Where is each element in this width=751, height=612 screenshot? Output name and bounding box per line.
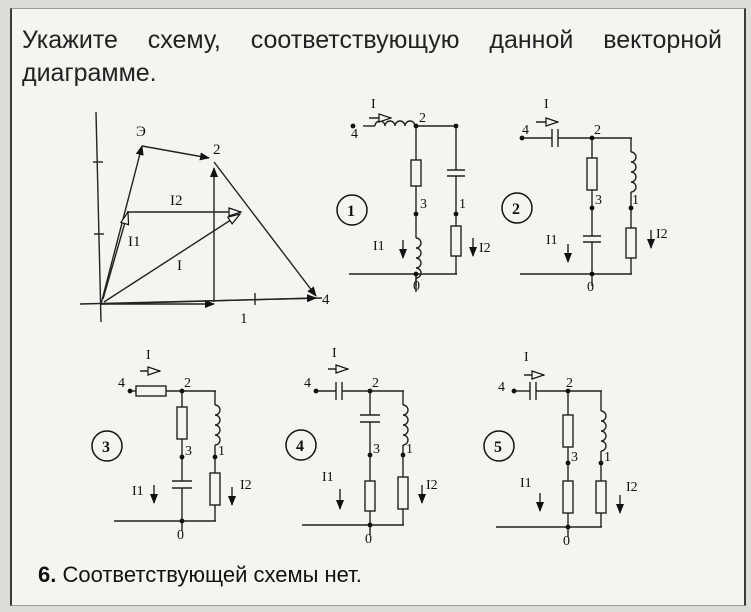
circuit-4-current-I: I: [332, 346, 337, 361]
circuit-5: 5 I 4 2 3 1 0 I1 I2: [483, 350, 638, 549]
circuit-2-node-3: 3: [595, 193, 602, 208]
circuit-3-node-1: 1: [218, 444, 225, 459]
circuit-3-I2: I2: [240, 478, 252, 493]
circuit-4-I1: I1: [322, 470, 334, 485]
point-label-1: 1: [240, 311, 248, 327]
circuit-5-I2: I2: [626, 480, 638, 495]
circuit-4: 4 I 4 2 3 1 0 I1 I2: [285, 346, 438, 547]
current-label-I1: I1: [128, 234, 141, 250]
circuit-5-node-1: 1: [604, 450, 611, 465]
circuit-4-node-2: 2: [372, 376, 379, 391]
circuit-3-node-2: 2: [184, 376, 191, 391]
circuit-2-I2: I2: [656, 227, 668, 242]
circuit-4-I2: I2: [426, 478, 438, 493]
circuit-2-I1: I1: [546, 233, 558, 248]
current-I1: [102, 212, 128, 300]
circuit-4-number: 4: [296, 438, 304, 455]
circuit-1-I1: I1: [373, 239, 385, 254]
circuit-2-node-2: 2: [594, 123, 601, 138]
answer-option-6[interactable]: 6. Соответствующей схемы нет.: [38, 562, 362, 588]
circuit-1: 1 I 4 2 3 1 0 I1 I2: [336, 97, 491, 294]
circuit-1-node-4: 4: [351, 127, 358, 142]
circuit-5-node-3: 3: [571, 450, 578, 465]
answer-6-text: Соответствующей схемы нет.: [62, 562, 362, 587]
question-text: Укажите схему, соответствующую данной ве…: [22, 26, 722, 87]
circuit-3-current-I: I: [146, 348, 151, 363]
circuit-4-node-4: 4: [304, 376, 311, 391]
circuit-4-node-0: 0: [365, 532, 372, 547]
circuit-4-node-1: 1: [406, 442, 413, 457]
circuit-3-node-4: 4: [118, 376, 125, 391]
vector-labels: Э 2 4 1 I2 I1 I: [128, 124, 330, 327]
circuit-1-current-I: I: [371, 97, 376, 112]
vector-0-to-4: [100, 294, 317, 305]
circuit-5-number: 5: [494, 439, 502, 456]
circuit-1-I2: I2: [479, 241, 491, 256]
circuit-3-number: 3: [102, 439, 110, 456]
circuit-4-node-3: 3: [373, 442, 380, 457]
circuit-2-current-I: I: [544, 97, 549, 112]
circuit-2-node-1: 1: [632, 193, 639, 208]
point-label-2: 2: [213, 142, 221, 158]
circuit-5-node-2: 2: [566, 376, 573, 391]
circuit-5-current-I: I: [524, 350, 529, 365]
circuit-1-node-2: 2: [419, 111, 426, 126]
vertical-axis: [95, 111, 102, 323]
circuit-3: 3 I 4 2 3 1 0 I1 I2: [91, 348, 252, 543]
circuit-5-node-4: 4: [498, 380, 505, 395]
circuit-1-node-1: 1: [459, 197, 466, 212]
vector-0-to-E: [100, 145, 144, 305]
circuit-3-I1: I1: [132, 484, 144, 499]
circuit-3-node-3: 3: [185, 444, 192, 459]
point-label-4: 4: [322, 292, 330, 308]
point-label-E: Э: [136, 124, 146, 140]
circuit-1-number: 1: [347, 203, 355, 220]
circuit-2-node-0: 0: [587, 280, 594, 295]
circuit-2: 2 I 4 2 3 1 0 I1 I2: [501, 97, 668, 295]
circuit-1-node-0: 0: [413, 279, 420, 294]
answer-6-number: 6.: [38, 562, 57, 587]
current-label-I: I: [177, 258, 182, 274]
circuit-5-I1: I1: [520, 476, 532, 491]
axis-ticks: [93, 161, 256, 305]
vector-E-to-2: [141, 145, 210, 161]
current-label-I2: I2: [170, 193, 183, 209]
circuit-5-node-0: 0: [563, 534, 570, 549]
circuit-2-number: 2: [512, 201, 520, 218]
circuit-2-node-4: 4: [522, 123, 529, 138]
current-I: [103, 214, 240, 303]
circuit-1-node-3: 3: [420, 197, 427, 212]
circuit-3-node-0: 0: [177, 528, 184, 543]
vector-2-to-4: [213, 161, 317, 297]
vector-diagram: [79, 111, 323, 323]
